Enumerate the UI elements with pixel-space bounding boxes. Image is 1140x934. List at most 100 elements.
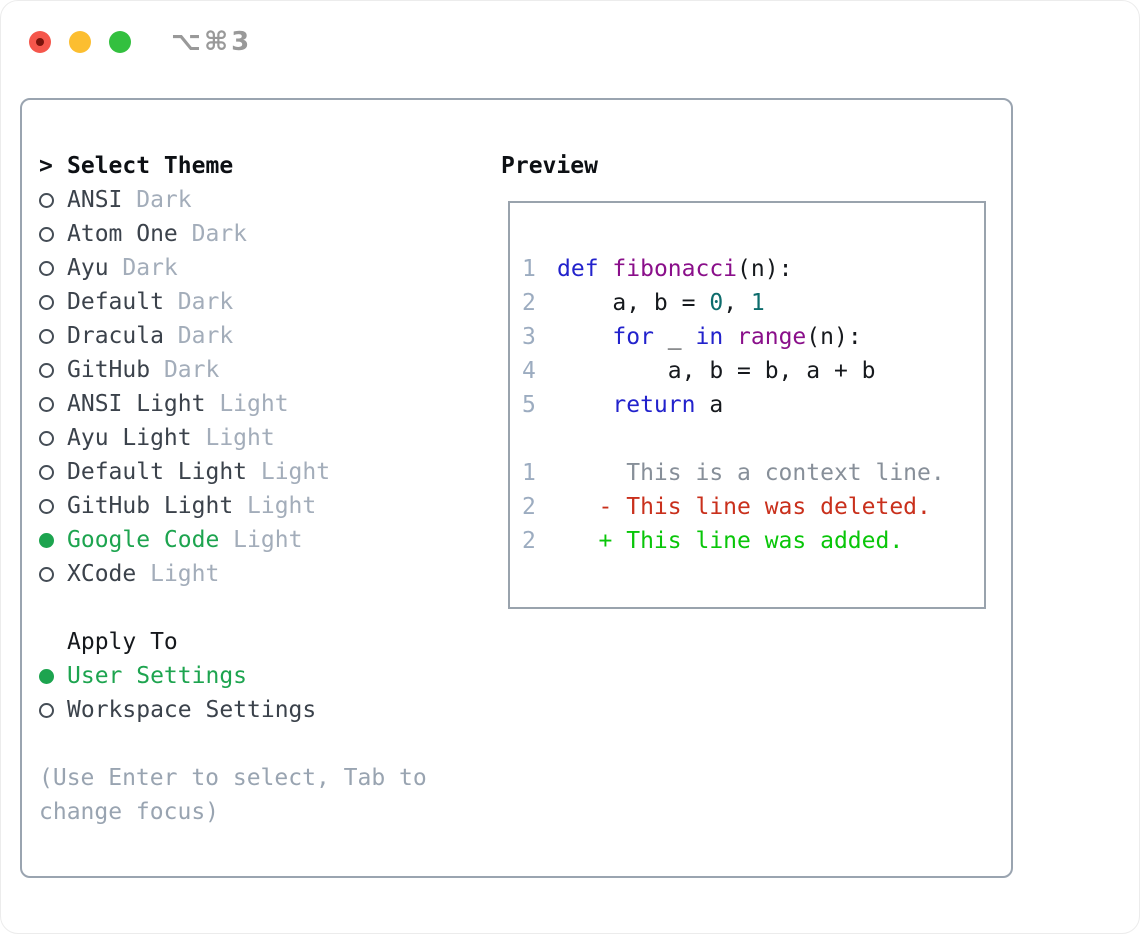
preview-code-line: 4 a, b = b, a + b: [510, 354, 984, 388]
marker: [39, 226, 67, 242]
line-content: - This line was deleted.: [557, 494, 931, 520]
theme-option-github-light[interactable]: GitHub Light Light: [39, 489, 489, 523]
theme-variant: Light: [219, 527, 303, 553]
marker: [39, 464, 67, 480]
preview-code-line: [510, 422, 984, 456]
close-button[interactable]: [29, 31, 51, 53]
theme-option-default[interactable]: Default Dark: [39, 285, 489, 319]
theme-option-atom-one[interactable]: Atom One Dark: [39, 217, 489, 251]
theme-name: ANSI Light: [67, 391, 206, 417]
preview-code-line: 1 def fibonacci(n):: [510, 252, 984, 286]
spacer: [39, 727, 489, 761]
select-theme-title: Select Theme: [67, 153, 234, 179]
apply-to-title: Apply To: [67, 629, 178, 655]
preview-code-line: 2 a, b = 0, 1: [510, 286, 984, 320]
line-content: return a: [612, 392, 724, 418]
radio-selected-icon: [39, 532, 54, 548]
theme-variant: Light: [247, 459, 331, 485]
theme-option-google-code[interactable]: Google Code Light: [39, 523, 489, 557]
theme-option-xcode[interactable]: XCode Light: [39, 557, 489, 591]
preview-code-line: 2 + This line was added.: [510, 524, 984, 558]
marker: [39, 532, 67, 548]
preview-code-line: 5 return a: [510, 388, 984, 422]
line-content: + This line was added.: [557, 528, 904, 554]
theme-name: Google Code: [67, 527, 220, 553]
marker: [39, 702, 67, 718]
radio-selected-icon: [39, 668, 54, 684]
theme-variant: Dark: [122, 187, 192, 213]
radio-icon: [39, 430, 54, 446]
record-dot-icon: [36, 38, 44, 46]
theme-option-github[interactable]: GitHub Dark: [39, 353, 489, 387]
spacer: [39, 591, 489, 625]
preview-header: Preview: [501, 153, 598, 179]
theme-name: ANSI: [67, 187, 123, 213]
apply-option-label: Workspace Settings: [67, 697, 317, 723]
line-number: 2: [522, 528, 536, 554]
line-content: for _ in range(n):: [612, 324, 862, 350]
line-content: def fibonacci(n):: [557, 256, 793, 282]
marker: [39, 430, 67, 446]
preview-code-line: 3 for _ in range(n):: [510, 320, 984, 354]
apply-option-user-settings[interactable]: User Settings: [39, 659, 489, 693]
line-number: 5: [522, 392, 536, 418]
radio-icon: [39, 498, 54, 514]
line-number: 1: [522, 256, 536, 282]
theme-variant: Light: [205, 391, 289, 417]
radio-icon: [39, 192, 54, 208]
radio-icon: [39, 328, 54, 344]
theme-variant: Dark: [163, 323, 234, 349]
line-content: This is a context line.: [557, 460, 945, 486]
theme-name: Ayu Light: [67, 425, 192, 451]
theme-name: GitHub Light: [67, 493, 234, 519]
marker: [39, 192, 67, 208]
theme-variant: Dark: [108, 255, 178, 281]
marker: [39, 498, 67, 514]
marker: [39, 260, 67, 276]
line-content: a, b = 0, 1: [557, 290, 765, 316]
radio-icon: [39, 702, 54, 718]
apply-option-workspace-settings[interactable]: Workspace Settings: [39, 693, 489, 727]
line-number: 2: [522, 290, 536, 316]
marker: [39, 328, 67, 344]
apply-to-header: Apply To: [39, 625, 489, 659]
zoom-button[interactable]: [109, 31, 131, 53]
line-number: 1: [522, 460, 536, 486]
theme-option-ansi[interactable]: ANSI Dark: [39, 183, 489, 217]
theme-variant: Dark: [177, 221, 248, 247]
theme-name: GitHub: [67, 357, 151, 383]
theme-variant: Light: [191, 425, 275, 451]
theme-variant: Dark: [150, 357, 220, 383]
theme-option-default-light[interactable]: Default Light Light: [39, 455, 489, 489]
theme-name: Ayu: [67, 255, 109, 281]
radio-icon: [39, 566, 54, 582]
focus-arrow-icon: >: [39, 153, 53, 179]
radio-icon: [39, 362, 54, 378]
radio-icon: [39, 260, 54, 276]
theme-variant: Light: [136, 561, 220, 587]
select-theme-header: > Select Theme: [39, 149, 489, 183]
marker: [39, 668, 67, 684]
marker: [39, 294, 67, 310]
line-number: 4: [522, 358, 536, 384]
window-title-shortcut: ⌥⌘3: [171, 27, 253, 57]
radio-icon: [39, 396, 54, 412]
minimize-button[interactable]: [69, 31, 91, 53]
theme-option-ansi-light[interactable]: ANSI Light Light: [39, 387, 489, 421]
preview-code-line: 1 This is a context line.: [510, 456, 984, 490]
theme-name: XCode: [67, 561, 137, 587]
theme-option-dracula[interactable]: Dracula Dark: [39, 319, 489, 353]
marker: [39, 362, 67, 378]
titlebar: ⌥⌘3: [29, 27, 252, 57]
theme-name: Atom One: [67, 221, 178, 247]
theme-option-ayu-light[interactable]: Ayu Light Light: [39, 421, 489, 455]
theme-option-ayu[interactable]: Ayu Dark: [39, 251, 489, 285]
apply-option-label: User Settings: [67, 663, 248, 689]
